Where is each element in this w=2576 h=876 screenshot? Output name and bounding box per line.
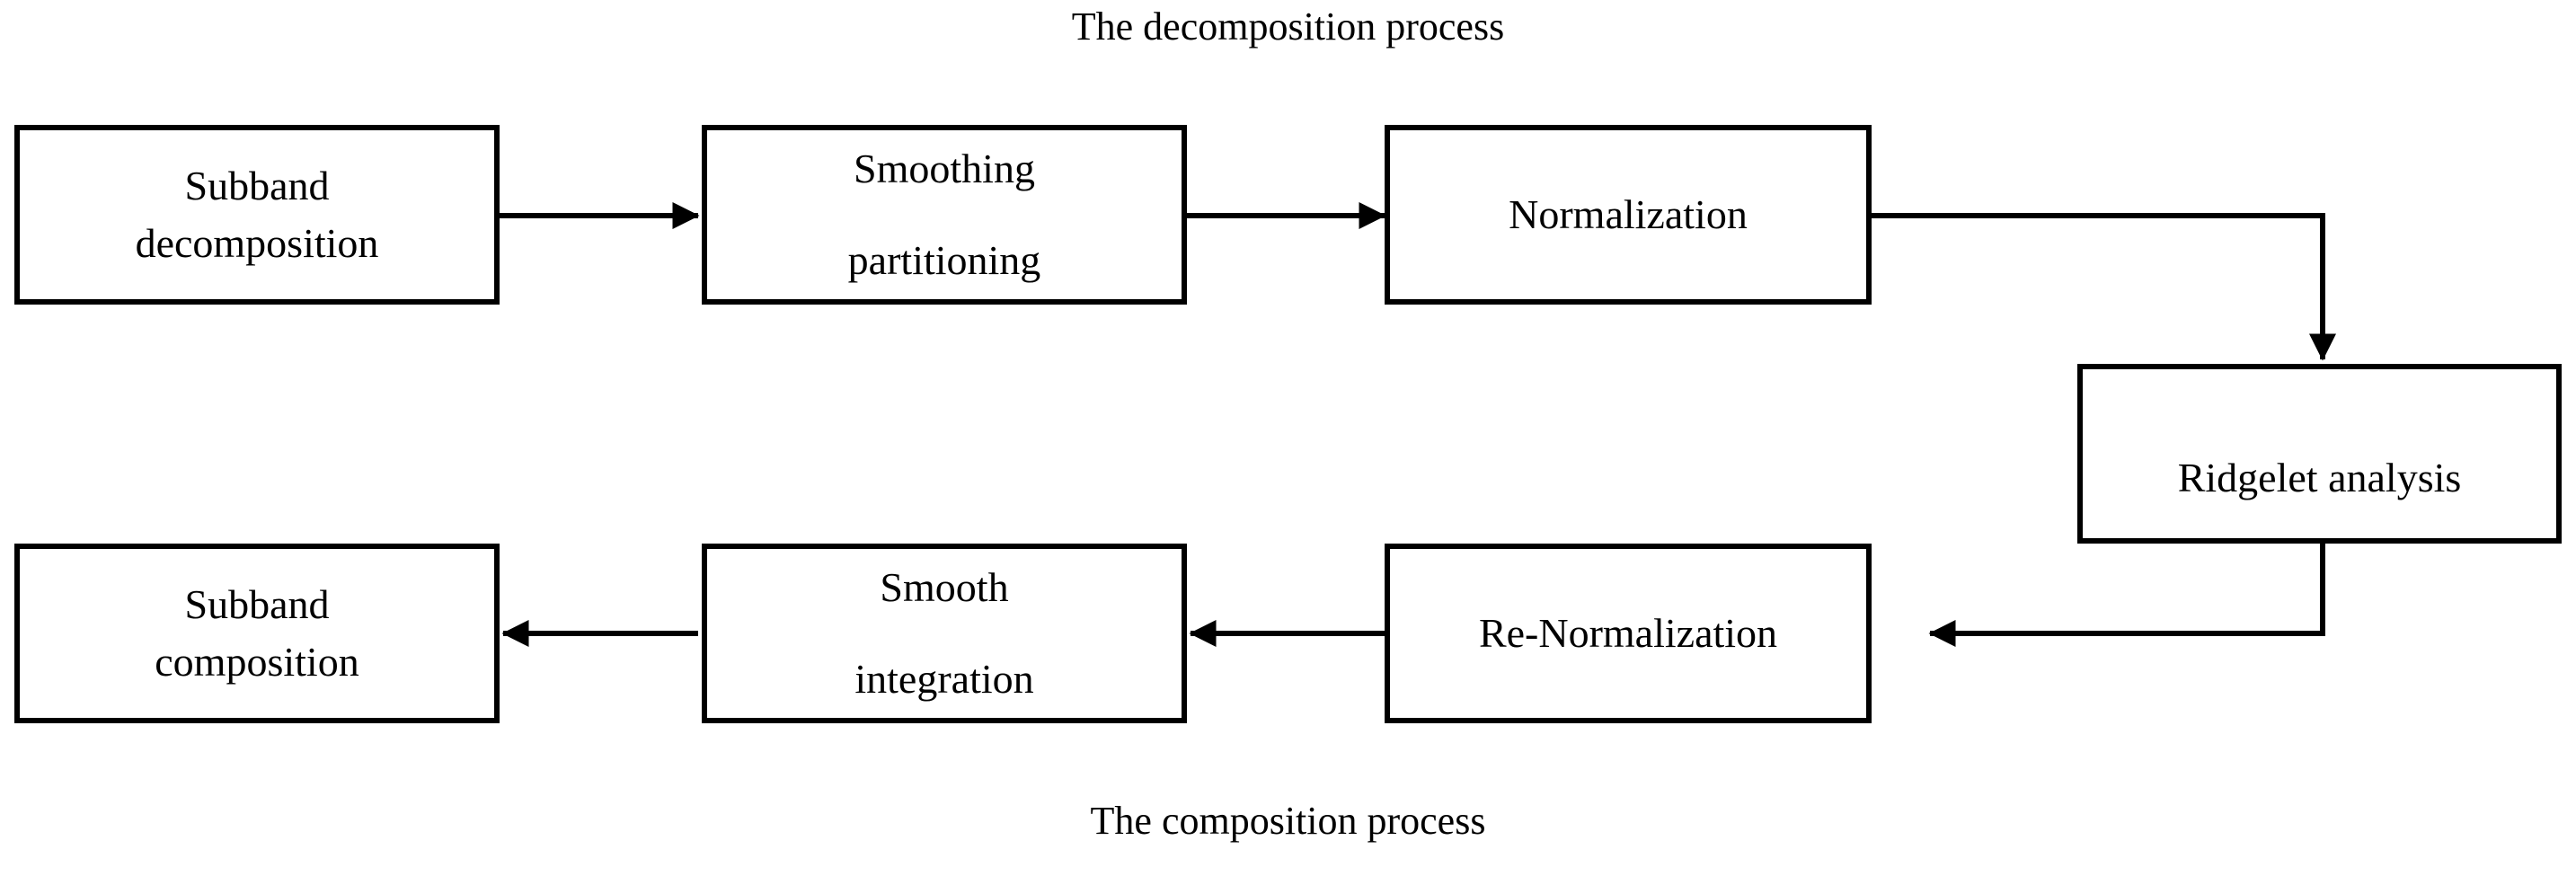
node-label-line1: Smooth (880, 564, 1009, 610)
node-re-normalization[interactable]: Re-Normalization (1385, 544, 1872, 723)
node-normalization[interactable]: Normalization (1385, 125, 1872, 305)
node-smoothing-partitioning[interactable]: Smoothing partitioning (702, 125, 1187, 305)
node-subband-composition[interactable]: Subband composition (14, 544, 500, 723)
node-label-line1: Subband (184, 581, 330, 627)
bottom-caption: The composition process (1090, 799, 1486, 843)
node-label-line1: Ridgelet analysis (2177, 455, 2462, 500)
arrow-normalization-to-ridgelet (1872, 213, 2336, 361)
node-label-line2: partitioning (847, 237, 1041, 283)
node-label-line2: decomposition (135, 220, 379, 266)
node-label-line1: Re-Normalization (1478, 610, 1778, 656)
node-label-line2: integration (854, 656, 1034, 702)
node-label-line2: composition (155, 639, 359, 685)
node-label-line1: Subband (184, 163, 330, 208)
node-label-line1: Normalization (1509, 191, 1748, 237)
node-label-line1: Smoothing (854, 146, 1035, 191)
node-ridgelet-analysis[interactable]: Ridgelet analysis (2077, 364, 2562, 544)
arrow-ridgelet-to-re-normalization (1928, 544, 2325, 647)
node-smooth-integration[interactable]: Smooth integration (702, 544, 1187, 723)
node-subband-decomposition[interactable]: Subband decomposition (14, 125, 500, 305)
top-caption: The decomposition process (1071, 4, 1505, 49)
